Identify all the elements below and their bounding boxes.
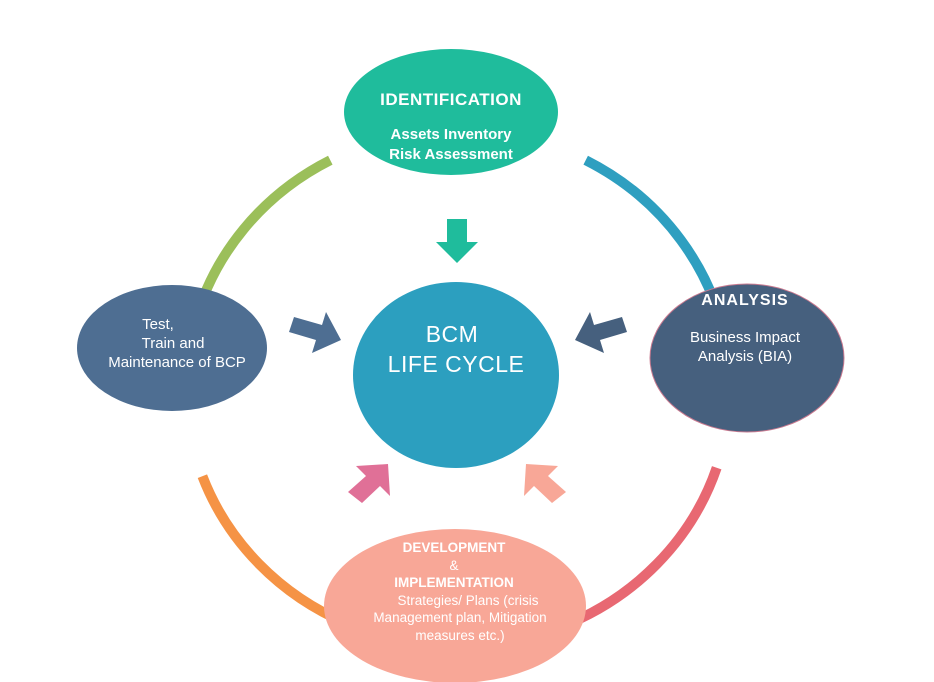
test-body-line: Maintenance of BCP [108, 354, 246, 372]
development-body-line: Management plan, Mitigation [373, 610, 547, 626]
bcm-center-node [353, 282, 559, 468]
analysis-node [649, 283, 845, 433]
analysis-label: ANALYSIS Business Impact Analysis (BIA) [655, 291, 835, 367]
arrow-from-analysis [575, 312, 627, 353]
test-node [77, 285, 267, 411]
test-body-line: Train and [141, 335, 205, 353]
analysis-body-line: Business Impact [689, 329, 801, 346]
identification-node [344, 49, 558, 175]
analysis-title: ANALYSIS [701, 292, 789, 309]
center-title-line: LIFE CYCLE [387, 350, 525, 377]
development-node [324, 529, 586, 682]
center-title-line: BCM [425, 321, 479, 347]
arrow-from-development-left [348, 464, 390, 503]
arrow-from-identification [436, 219, 478, 263]
bcm-center-label: BCM LIFE CYCLE [356, 320, 556, 380]
identification-body-line: Assets Inventory [390, 126, 512, 144]
ring-segment-development-to-test [197, 474, 350, 629]
development-body-line: Strategies/ Plans (crisis [397, 592, 539, 608]
development-title-line: IMPLEMENTATION [394, 575, 514, 591]
development-body-line: measures etc.) [415, 627, 505, 643]
test-body-line: Test, [142, 316, 174, 333]
identification-label: IDENTIFICATION Assets Inventory Risk Ass… [351, 89, 551, 164]
identification-body-line: Risk Assessment [389, 145, 513, 163]
test-label: Test, Train and Maintenance of BCP [82, 315, 272, 372]
development-title-line: & [449, 557, 459, 573]
analysis-body-line: Analysis (BIA) [697, 347, 793, 365]
identification-title: IDENTIFICATION [380, 90, 522, 109]
arrow-from-test [289, 312, 341, 353]
ring-segment-analysis-to-development [558, 466, 722, 632]
arrow-from-development-right [524, 464, 566, 503]
development-title-line: DEVELOPMENT [402, 540, 506, 555]
development-label: DEVELOPMENT & IMPLEMENTATION Strategies/… [340, 539, 580, 644]
